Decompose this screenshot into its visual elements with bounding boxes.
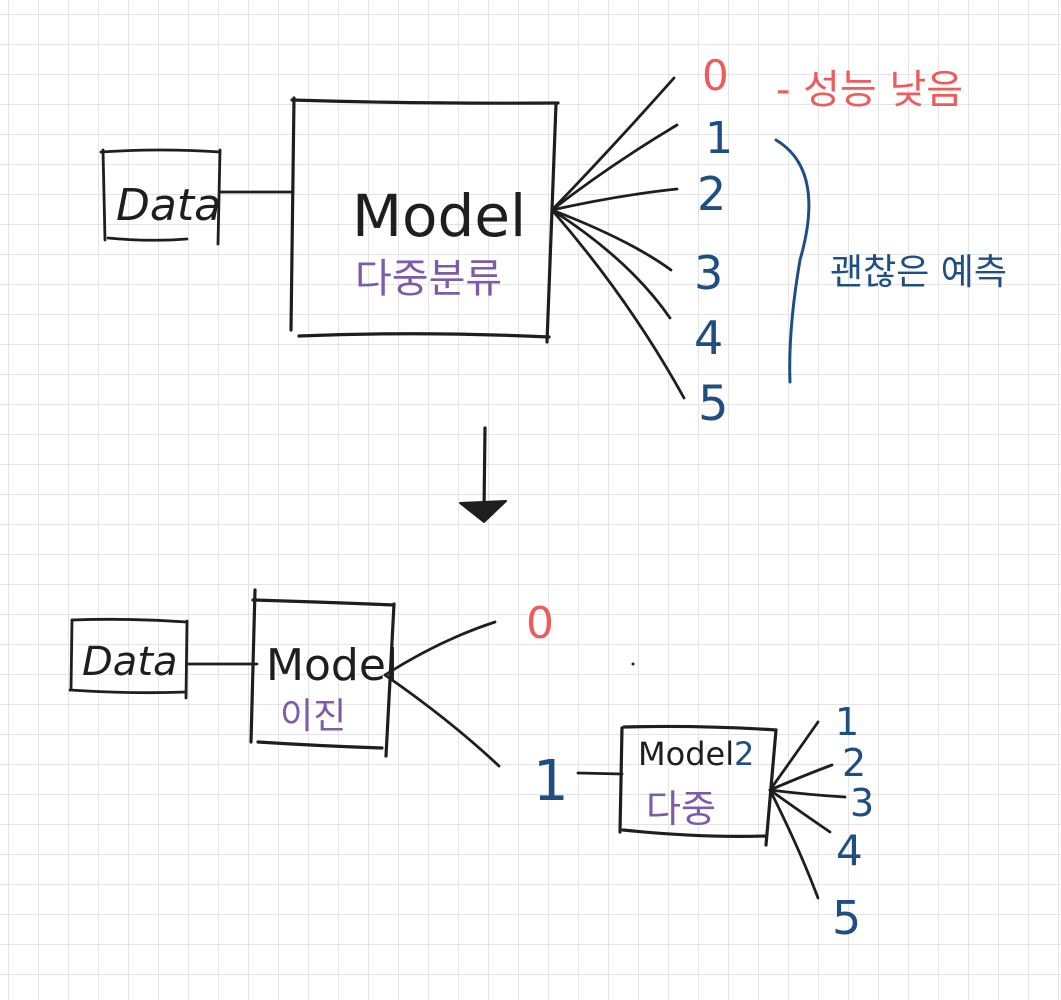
model2-box: Model 2 다중 — [618, 724, 778, 847]
bottom-branch-0 — [383, 620, 497, 677]
model2-output-1: 1 — [835, 700, 859, 744]
bottom-branch-1 — [383, 673, 501, 768]
bottom-one-model2-connector — [576, 771, 624, 776]
bottom-diagram: Data Model 이진 0 1 Model 2 다중 — [68, 588, 874, 945]
bottom-data-label: Data — [82, 639, 178, 685]
bottom-model-box: Model 이진 — [249, 588, 398, 758]
bottom-data-box: Data — [68, 617, 189, 700]
top-data-box: Data — [99, 148, 222, 246]
stray-dot — [631, 662, 635, 666]
bottom-output-1: 1 — [533, 749, 569, 814]
model2-sub: 다중 — [646, 787, 716, 831]
down-arrow — [459, 426, 507, 523]
bottom-model-sub: 이진 — [280, 696, 346, 737]
top-diagram: Data Model 다중분류 0 - 성능 낮음 1 2 3 4 5 — [99, 51, 1007, 432]
top-model-sub: 다중분류 — [355, 256, 502, 302]
bottom-model-label: Model — [266, 640, 398, 691]
model2-output-4: 4 — [836, 826, 863, 875]
top-output-4: 4 — [694, 311, 723, 365]
model2-number: 2 — [734, 735, 754, 773]
top-output-lines — [550, 76, 686, 400]
top-output-5: 5 — [698, 376, 729, 432]
model2-output-2: 2 — [842, 741, 866, 785]
top-output-2: 2 — [697, 167, 726, 221]
model2-label: Model — [638, 735, 734, 773]
top-bracket — [774, 138, 811, 384]
top-note-zero: - 성능 낮음 — [776, 67, 963, 113]
top-output-3: 3 — [694, 246, 723, 300]
top-output-0: 0 — [702, 51, 729, 100]
model2-output-3: 3 — [850, 781, 874, 825]
top-model-box: Model 다중분류 — [289, 96, 560, 344]
top-data-label: Data — [116, 180, 221, 231]
top-output-1: 1 — [705, 113, 733, 164]
top-note-rest: 괜찮은 예측 — [830, 252, 1007, 293]
top-model-label: Model — [352, 182, 526, 250]
bottom-output-0: 0 — [526, 598, 554, 649]
model2-output-lines — [768, 720, 847, 900]
model2-output-5: 5 — [832, 891, 861, 945]
